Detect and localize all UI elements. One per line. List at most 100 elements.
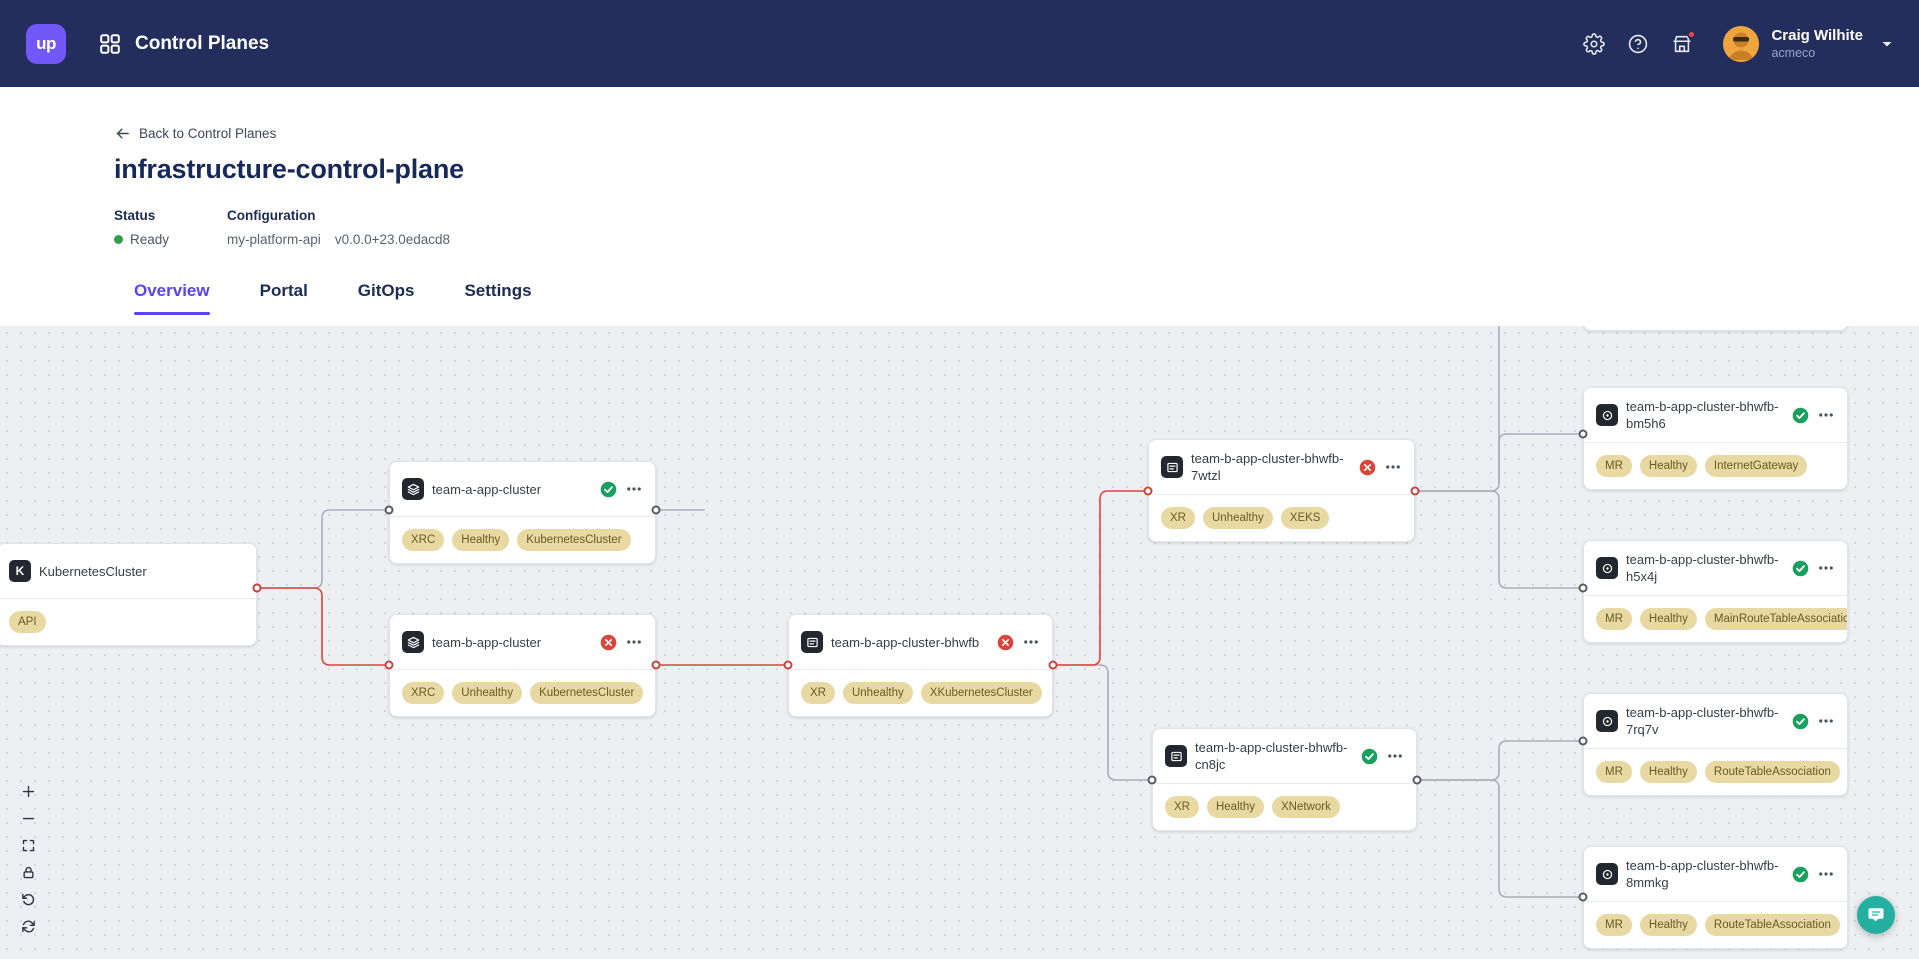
configuration-name: my-platform-api: [227, 232, 321, 247]
node-menu-button[interactable]: [1386, 747, 1404, 765]
node-label: team-b-app-cluster: [432, 634, 542, 650]
resource-badge: MR: [1596, 608, 1632, 630]
configuration-version: v0.0.0+23.0edacd8: [334, 232, 451, 247]
status-healthy-icon: [1792, 407, 1809, 424]
status-healthy-icon: [600, 481, 617, 498]
composite-icon: [1165, 745, 1187, 767]
resource-badge: Healthy: [1206, 796, 1264, 818]
resource-badge: Healthy: [1639, 455, 1697, 477]
page-title: infrastructure-control-plane: [114, 154, 464, 184]
node-menu-button[interactable]: [1817, 865, 1835, 883]
composite-icon: [801, 631, 823, 653]
tab-portal[interactable]: Portal: [259, 281, 308, 300]
upbound-logo[interactable]: up: [26, 23, 66, 64]
lock-button[interactable]: [21, 865, 36, 880]
tab-settings[interactable]: Settings: [464, 281, 532, 300]
edge-handle: [1048, 660, 1058, 670]
tab-overview[interactable]: Overview: [134, 281, 210, 315]
node-menu-button[interactable]: [1817, 406, 1835, 424]
notification-dot: [1687, 29, 1697, 39]
node-menu-button[interactable]: [1817, 559, 1835, 577]
graph-edge-gray: [1414, 490, 1584, 589]
resource-badge: Unhealthy: [842, 682, 913, 704]
back-link[interactable]: Back to Control Planes: [114, 87, 276, 142]
resource-badge: XKubernetesCluster: [920, 682, 1042, 704]
node-menu-button[interactable]: [625, 480, 643, 498]
node-menu-button[interactable]: [1022, 633, 1040, 651]
status-unhealthy-icon: [600, 634, 617, 651]
node-label: team-b-app-cluster-bhwfb-8mmkg: [1626, 858, 1779, 890]
resource-badge: Healthy: [1639, 761, 1697, 783]
edge-handle: [1578, 736, 1588, 746]
edge-handle: [1578, 429, 1588, 439]
resource-badge: XRC: [402, 682, 445, 704]
node-menu-button[interactable]: [625, 633, 643, 651]
refresh-layout-button[interactable]: [21, 919, 36, 934]
resource-badge: KubernetesCluster: [530, 682, 644, 704]
resource-badge: Healthy: [1639, 914, 1697, 936]
edge-handle: [1143, 486, 1153, 496]
node-badges: API: [0, 598, 256, 645]
resource-badge: MR: [1596, 455, 1632, 477]
node-label: team-b-app-cluster-bhwfb-7wtzl: [1191, 451, 1344, 483]
zoom-out-button[interactable]: [21, 811, 36, 826]
user-menu[interactable]: Craig Wilhite acmeco: [1723, 25, 1895, 62]
resource-badge: Healthy: [452, 529, 510, 551]
status-label: Status: [114, 208, 156, 223]
top-navbar: up Control Planes: [0, 0, 1919, 87]
node-menu-button[interactable]: [1384, 458, 1402, 476]
node-badges: MR Healthy InternetGateway: [1584, 442, 1847, 489]
edge-handle: [783, 660, 793, 670]
managed-icon: [1596, 863, 1618, 885]
resource-badge: API: [9, 611, 46, 633]
graph-node-partial-top-card[interactable]: [1583, 326, 1848, 331]
fit-view-button[interactable]: [21, 838, 36, 853]
tab-bar: Overview Portal GitOps Settings: [134, 281, 1919, 315]
settings-gear-icon[interactable]: [1583, 32, 1606, 55]
graph-edge-gray: [1052, 664, 1153, 781]
help-icon[interactable]: [1627, 33, 1649, 55]
resource-badge: KubernetesCluster: [517, 529, 631, 551]
tab-gitops[interactable]: GitOps: [357, 281, 415, 300]
resource-badge: InternetGateway: [1704, 455, 1808, 477]
resource-badge: MainRouteTableAssociation: [1704, 608, 1847, 630]
edge-handle: [1147, 775, 1157, 785]
graph-edge-red: [256, 587, 390, 666]
edge-handle: [1578, 583, 1588, 593]
edge-handle: [384, 660, 394, 670]
rotate-ccw-button[interactable]: [21, 892, 36, 907]
edge-handle: [1578, 892, 1588, 902]
edge-handle: [252, 583, 262, 593]
graph-edge-gray: [256, 509, 390, 589]
marketplace-icon[interactable]: [1671, 29, 1697, 55]
graph-edge-gray: [1498, 326, 1500, 484]
resource-badge: RouteTableAssociation: [1704, 761, 1840, 783]
arrow-left-icon: [116, 128, 129, 139]
edge-handle: [1412, 775, 1422, 785]
edge-layer: [256, 326, 1584, 898]
status-unhealthy-icon: [997, 634, 1014, 651]
zoom-in-button[interactable]: [21, 784, 36, 799]
node-menu-button[interactable]: [1817, 712, 1835, 730]
edge-handle: [384, 505, 394, 515]
chat-launcher-button[interactable]: [1857, 896, 1895, 934]
grid-icon: [99, 33, 121, 55]
layers-icon: [402, 631, 424, 653]
graph-edge-red: [1052, 490, 1149, 666]
node-label: team-b-app-cluster-bhwfb-h5x4j: [1626, 552, 1779, 584]
